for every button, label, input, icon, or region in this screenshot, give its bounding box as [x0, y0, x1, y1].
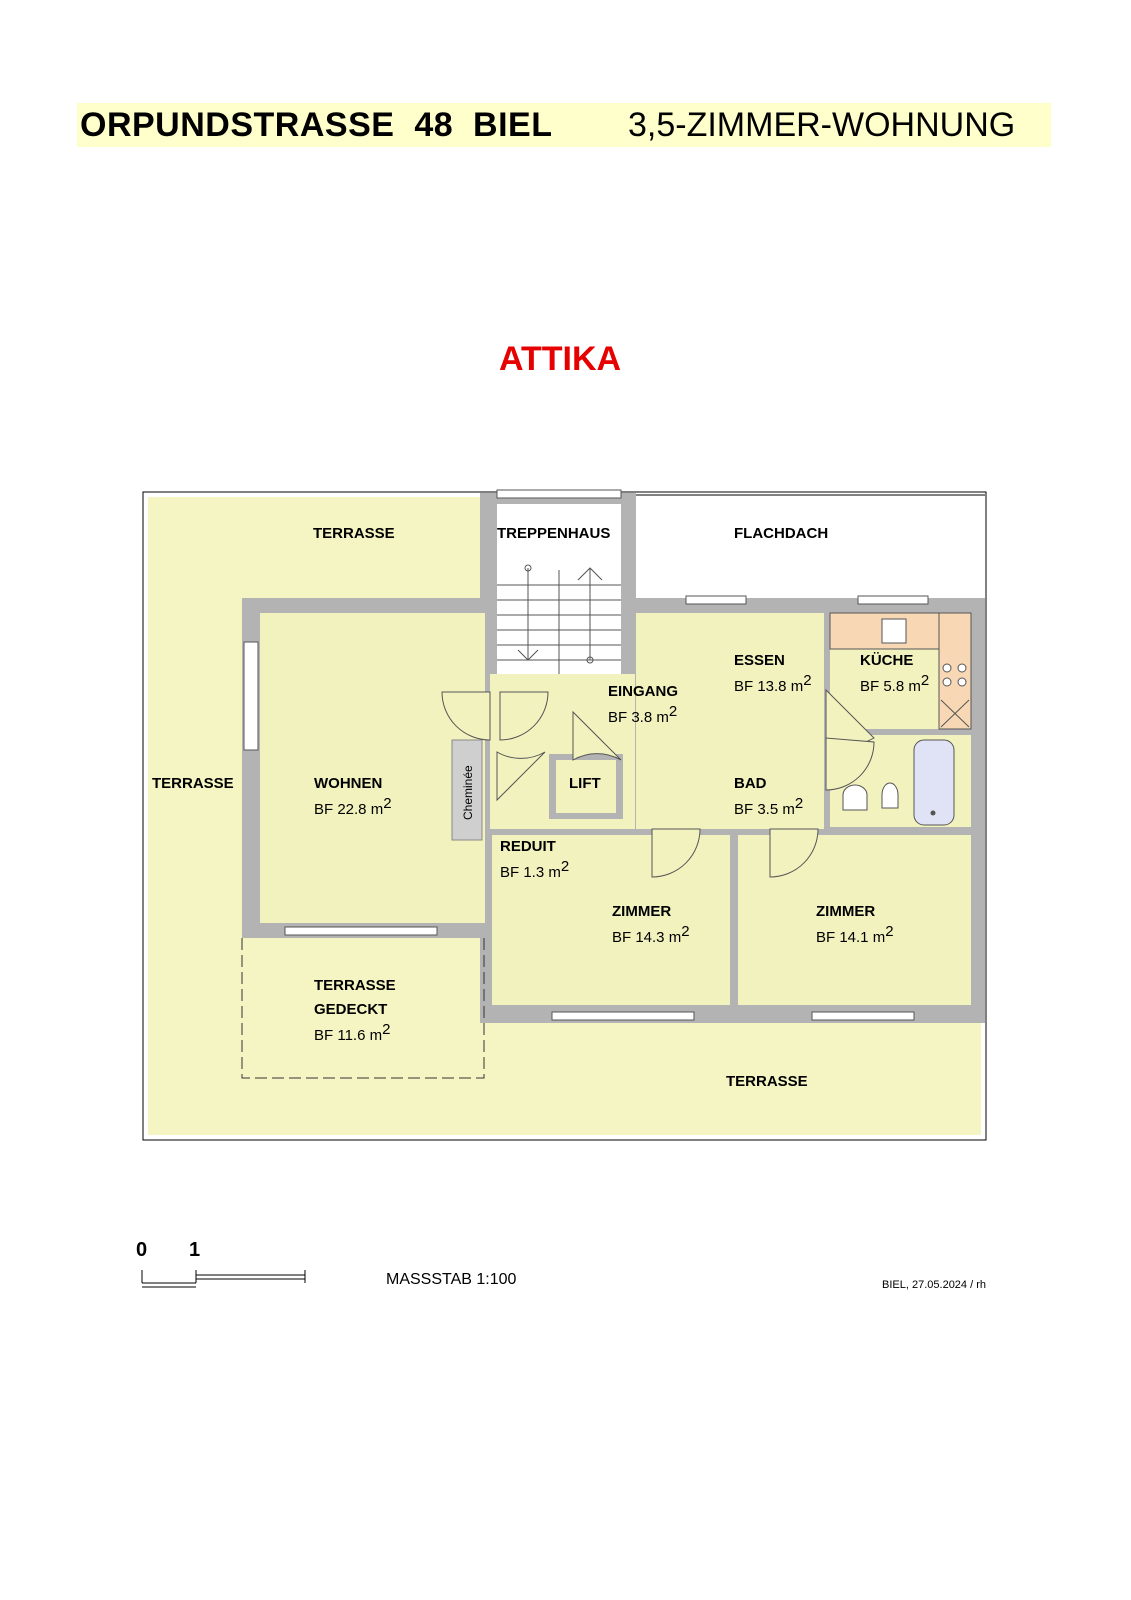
window-zimmer1	[551, 1011, 695, 1021]
toilet	[881, 782, 899, 809]
scale-tick-1: 1	[189, 1239, 200, 1261]
floor-label: ATTIKA	[498, 340, 622, 378]
room-labels: TERRASSE TREPPENHAUS FLACHDACH TERRASSE …	[152, 525, 929, 1090]
label-lift: LIFT	[569, 775, 601, 792]
plan-date: BIEL, 27.05.2024 / rh	[882, 1279, 986, 1291]
floor-wohnen	[260, 613, 485, 923]
apartment-type: 3,5-ZIMMER-WOHNUNG	[628, 106, 1016, 144]
label-wohnen: WOHNEN	[314, 775, 382, 792]
bathtub-drain	[930, 810, 936, 816]
scale-bar: 0 1 MASSSTAB 1:100	[136, 1239, 517, 1288]
door-reduit	[496, 751, 546, 802]
label-essen: ESSEN	[734, 652, 785, 669]
door-zimmer1	[651, 828, 701, 878]
stove-burner	[942, 663, 952, 673]
flachdach-area	[636, 493, 985, 598]
lift-cabin	[556, 760, 616, 813]
stair-start-dot	[586, 656, 594, 664]
door-zimmer2	[769, 828, 819, 878]
label-zimmer-2: ZIMMER	[816, 903, 875, 920]
label-bad: BAD	[734, 775, 767, 792]
kitchen-appliance-cross	[940, 699, 970, 728]
area-reduit: BF 1.3 m2	[500, 858, 569, 881]
stair-start-dot	[524, 564, 532, 572]
stair-arrow-head	[517, 649, 539, 661]
bathtub	[913, 739, 955, 826]
washbasin	[842, 784, 868, 811]
area-essen: BF 13.8 m2	[734, 672, 812, 695]
door-eingang	[441, 691, 491, 741]
window-treppenhaus	[496, 489, 622, 499]
floor-reduit	[492, 835, 730, 1005]
stair-arrow-head	[577, 567, 603, 581]
terrasse-gedeckt-outline	[241, 938, 485, 1079]
area-kueche: BF 5.8 m2	[860, 672, 929, 695]
title-bar	[77, 103, 1051, 147]
windows	[243, 489, 929, 1021]
floor-essen	[636, 613, 824, 829]
area-wohnen: BF 22.8 m2	[314, 795, 392, 818]
interior-floors	[260, 504, 971, 1005]
label-terrasse-top: TERRASSE	[313, 525, 395, 542]
stove-burner	[942, 677, 952, 687]
label-cheminee: Cheminée	[461, 765, 475, 820]
label-zimmer-1: ZIMMER	[612, 903, 671, 920]
stove-burner	[957, 677, 967, 687]
area-zimmer-2: BF 14.1 m2	[816, 923, 894, 946]
label-terrasse-bottom: TERRASSE	[726, 1073, 808, 1090]
label-treppenhaus: TREPPENHAUS	[497, 525, 610, 542]
stairs	[497, 564, 621, 674]
window-kueche	[857, 595, 929, 605]
stove-burner	[957, 663, 967, 673]
kitchen-fixtures	[829, 612, 972, 730]
label-terrasse-gedeckt-1: TERRASSE	[314, 977, 396, 994]
window-essen	[685, 595, 747, 605]
kitchen-sink	[881, 618, 907, 644]
scale-tick-0: 0	[136, 1239, 147, 1261]
doors	[441, 688, 875, 878]
area-zimmer-1: BF 14.3 m2	[612, 923, 690, 946]
scale-label: MASSSTAB 1:100	[386, 1271, 517, 1288]
address-title: ORPUNDSTRASSE 48 BIEL	[80, 106, 553, 144]
door-lift	[572, 710, 622, 761]
label-kueche: KÜCHE	[860, 652, 913, 669]
label-eingang: EINGANG	[608, 683, 678, 700]
door-bad	[825, 737, 875, 791]
area-eingang: BF 3.8 m2	[608, 703, 677, 726]
area-bad: BF 3.5 m2	[734, 795, 803, 818]
label-reduit: REDUIT	[500, 838, 556, 855]
cheminee	[451, 739, 483, 841]
window-wohnen	[243, 641, 259, 751]
label-flachdach: FLACHDACH	[734, 525, 828, 542]
window-zimmer2	[811, 1011, 915, 1021]
bath-fixtures	[842, 739, 955, 826]
area-terrasse-gedeckt: BF 11.6 m2	[314, 1021, 390, 1044]
label-terrasse-left: TERRASSE	[152, 775, 234, 792]
door-stair	[499, 691, 549, 741]
label-terrasse-gedeckt-2: GEDECKT	[314, 1001, 387, 1018]
window-terrasse-gedeckt	[284, 926, 438, 936]
